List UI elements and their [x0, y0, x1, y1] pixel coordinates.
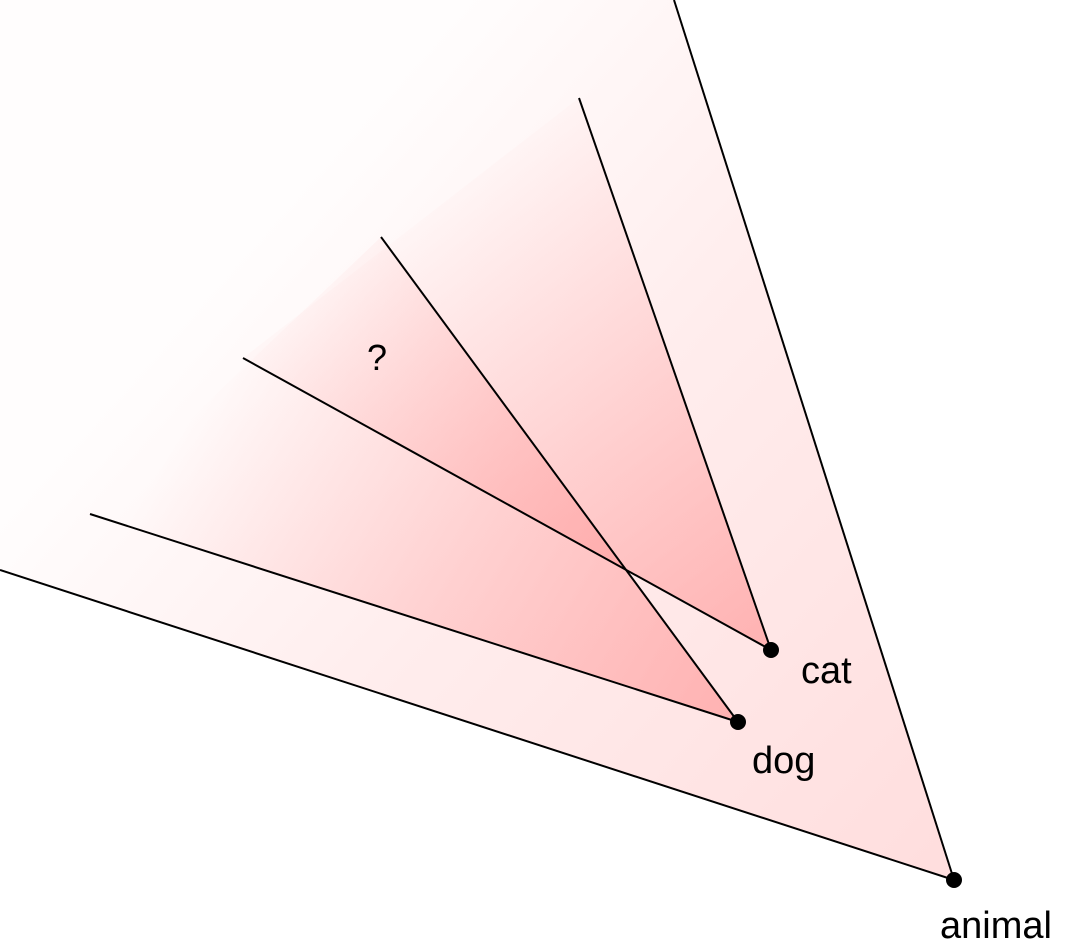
animal-cone-boundary-left — [0, 569, 955, 881]
dog-cone-boundary-left — [89, 513, 739, 723]
cat-node — [763, 642, 779, 658]
dog-node — [730, 714, 746, 730]
cat-cone — [243, 98, 771, 650]
animal-cone-boundary-right — [673, 0, 955, 881]
cat-label: cat — [801, 650, 852, 692]
dog-cone-boundary-right — [380, 236, 739, 723]
animal-label: animal — [940, 905, 1052, 940]
animal-node — [946, 872, 962, 888]
cat-cone-boundary-left — [242, 357, 772, 651]
intersection-question-label: ? — [367, 337, 387, 378]
dog-label: dog — [752, 740, 815, 782]
dog-cone — [90, 237, 738, 722]
cat-cone-boundary-right — [578, 97, 772, 651]
